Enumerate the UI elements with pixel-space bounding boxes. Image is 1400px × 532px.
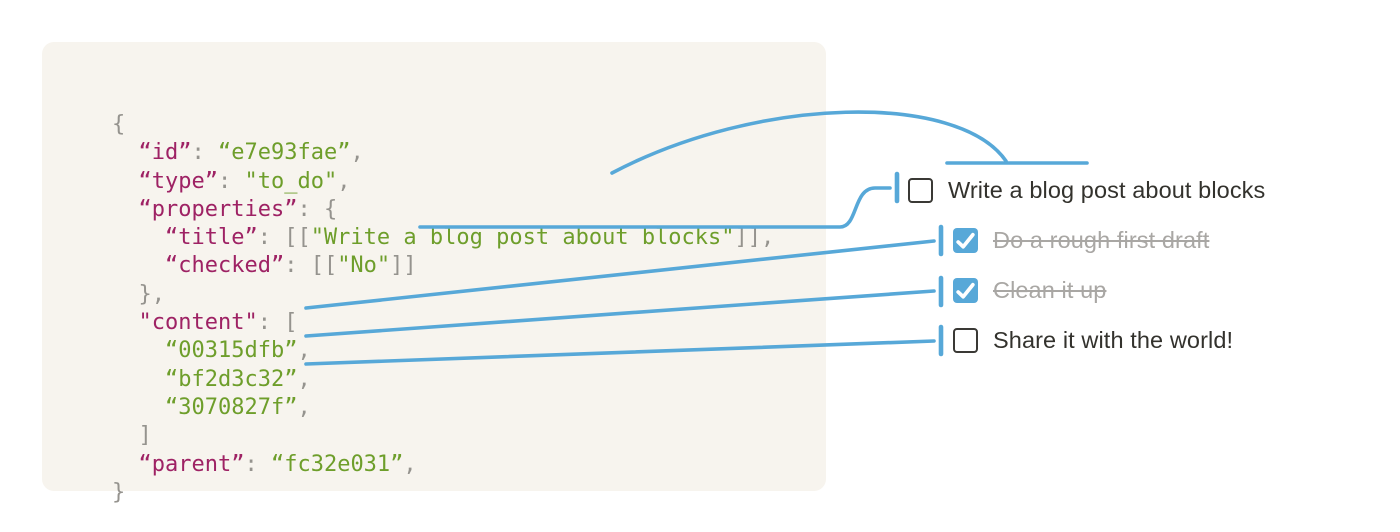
todo-label: Write a blog post about blocks — [948, 176, 1266, 203]
todo-item: Do a rough first draft — [953, 215, 1265, 265]
todo-label: Share it with the world! — [993, 326, 1234, 353]
code-line: ] — [112, 423, 152, 449]
todo-checkbox[interactable] — [908, 177, 933, 203]
todo-label: Clean it up — [993, 276, 1107, 303]
code-line: “parent”: “fc32e031”, — [138, 451, 417, 477]
code-line: “type”: "to_do", — [138, 168, 351, 194]
todo-checkbox[interactable] — [953, 277, 978, 303]
todo-item: Clean it up — [953, 265, 1265, 315]
todo-label: Do a rough first draft — [993, 226, 1210, 253]
code-line: “3070827f”, — [164, 394, 311, 420]
check-icon — [956, 282, 975, 299]
code-line: “00315dfb”, — [164, 338, 311, 364]
todo-item: Write a blog post about blocks — [908, 165, 1265, 215]
json-code-panel: { “id”: “e7e93fae”, “type”: "to_do", “pr… — [42, 42, 826, 505]
todo-list: Write a blog post about blocks Do a rough… — [908, 165, 1265, 365]
json-code: { “id”: “e7e93fae”, “type”: "to_do", “pr… — [112, 111, 774, 507]
code-line: “title”: [["Write a blog post about bloc… — [164, 225, 775, 251]
code-line: { — [112, 112, 126, 137]
code-line: “checked”: [["No"]] — [164, 253, 417, 279]
todo-checkbox[interactable] — [953, 227, 978, 253]
code-line: “bf2d3c32”, — [164, 366, 311, 392]
todo-item: Share it with the world! — [953, 315, 1265, 365]
code-line: }, — [112, 281, 165, 307]
code-line: } — [112, 479, 126, 505]
code-line: “properties”: { — [138, 196, 338, 222]
todo-checkbox[interactable] — [953, 327, 978, 353]
check-icon — [956, 232, 975, 249]
code-line: "content": [ — [138, 310, 298, 336]
code-line: “id”: “e7e93fae”, — [138, 140, 364, 166]
